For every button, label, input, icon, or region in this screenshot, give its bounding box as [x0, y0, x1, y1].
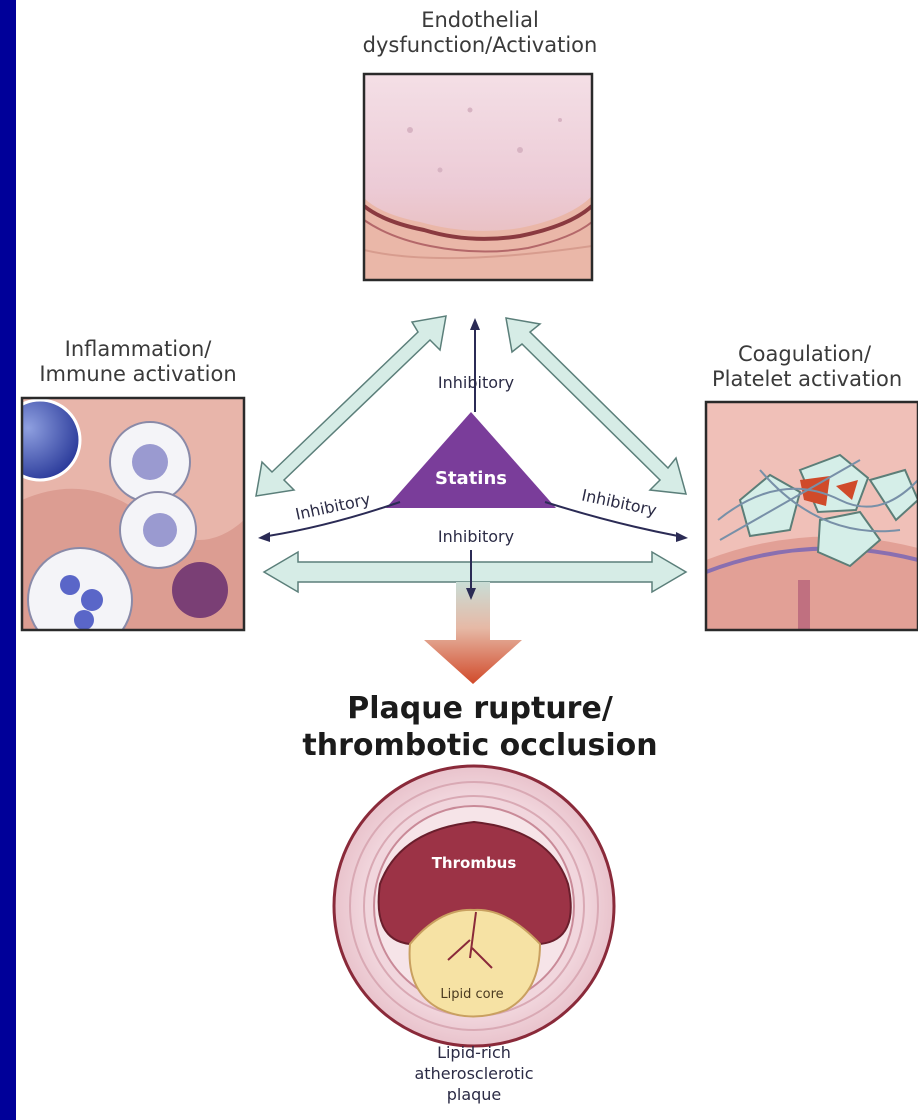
inhibitory-label-left: Inhibitory — [294, 489, 372, 523]
plaque-caption-line1: Lipid-rich — [374, 1042, 574, 1063]
plaque-caption: Lipid-rich atherosclerotic plaque — [374, 1042, 574, 1105]
statins-label: Statins — [435, 468, 507, 489]
lipid-core-label: Lipid core — [440, 987, 503, 1002]
plaque-caption-line3: plaque — [374, 1084, 574, 1105]
outcome-title-line2: thrombotic occlusion — [270, 727, 690, 764]
outcome-arrow — [424, 582, 522, 684]
inhibitory-label-bottom: Inhibitory — [438, 527, 514, 546]
double-arrow-left-top — [256, 316, 446, 496]
endothelial-image — [364, 74, 592, 280]
double-arrow-right-top — [506, 318, 686, 494]
inhibitory-label-right: Inhibitory — [580, 485, 658, 519]
coagulation-image — [706, 402, 918, 630]
vessel-cross-section — [334, 766, 614, 1046]
plaque-caption-line2: atherosclerotic — [374, 1063, 574, 1084]
inhibitory-arrow-up — [470, 318, 480, 412]
outcome-title-line1: Plaque rupture/ — [270, 690, 690, 727]
inflammation-image — [0, 398, 244, 652]
statins-triangle — [386, 412, 556, 508]
outcome-title: Plaque rupture/ thrombotic occlusion — [270, 690, 690, 764]
thrombus-label: Thrombus — [432, 854, 517, 872]
inhibitory-label-top: Inhibitory — [438, 373, 514, 392]
